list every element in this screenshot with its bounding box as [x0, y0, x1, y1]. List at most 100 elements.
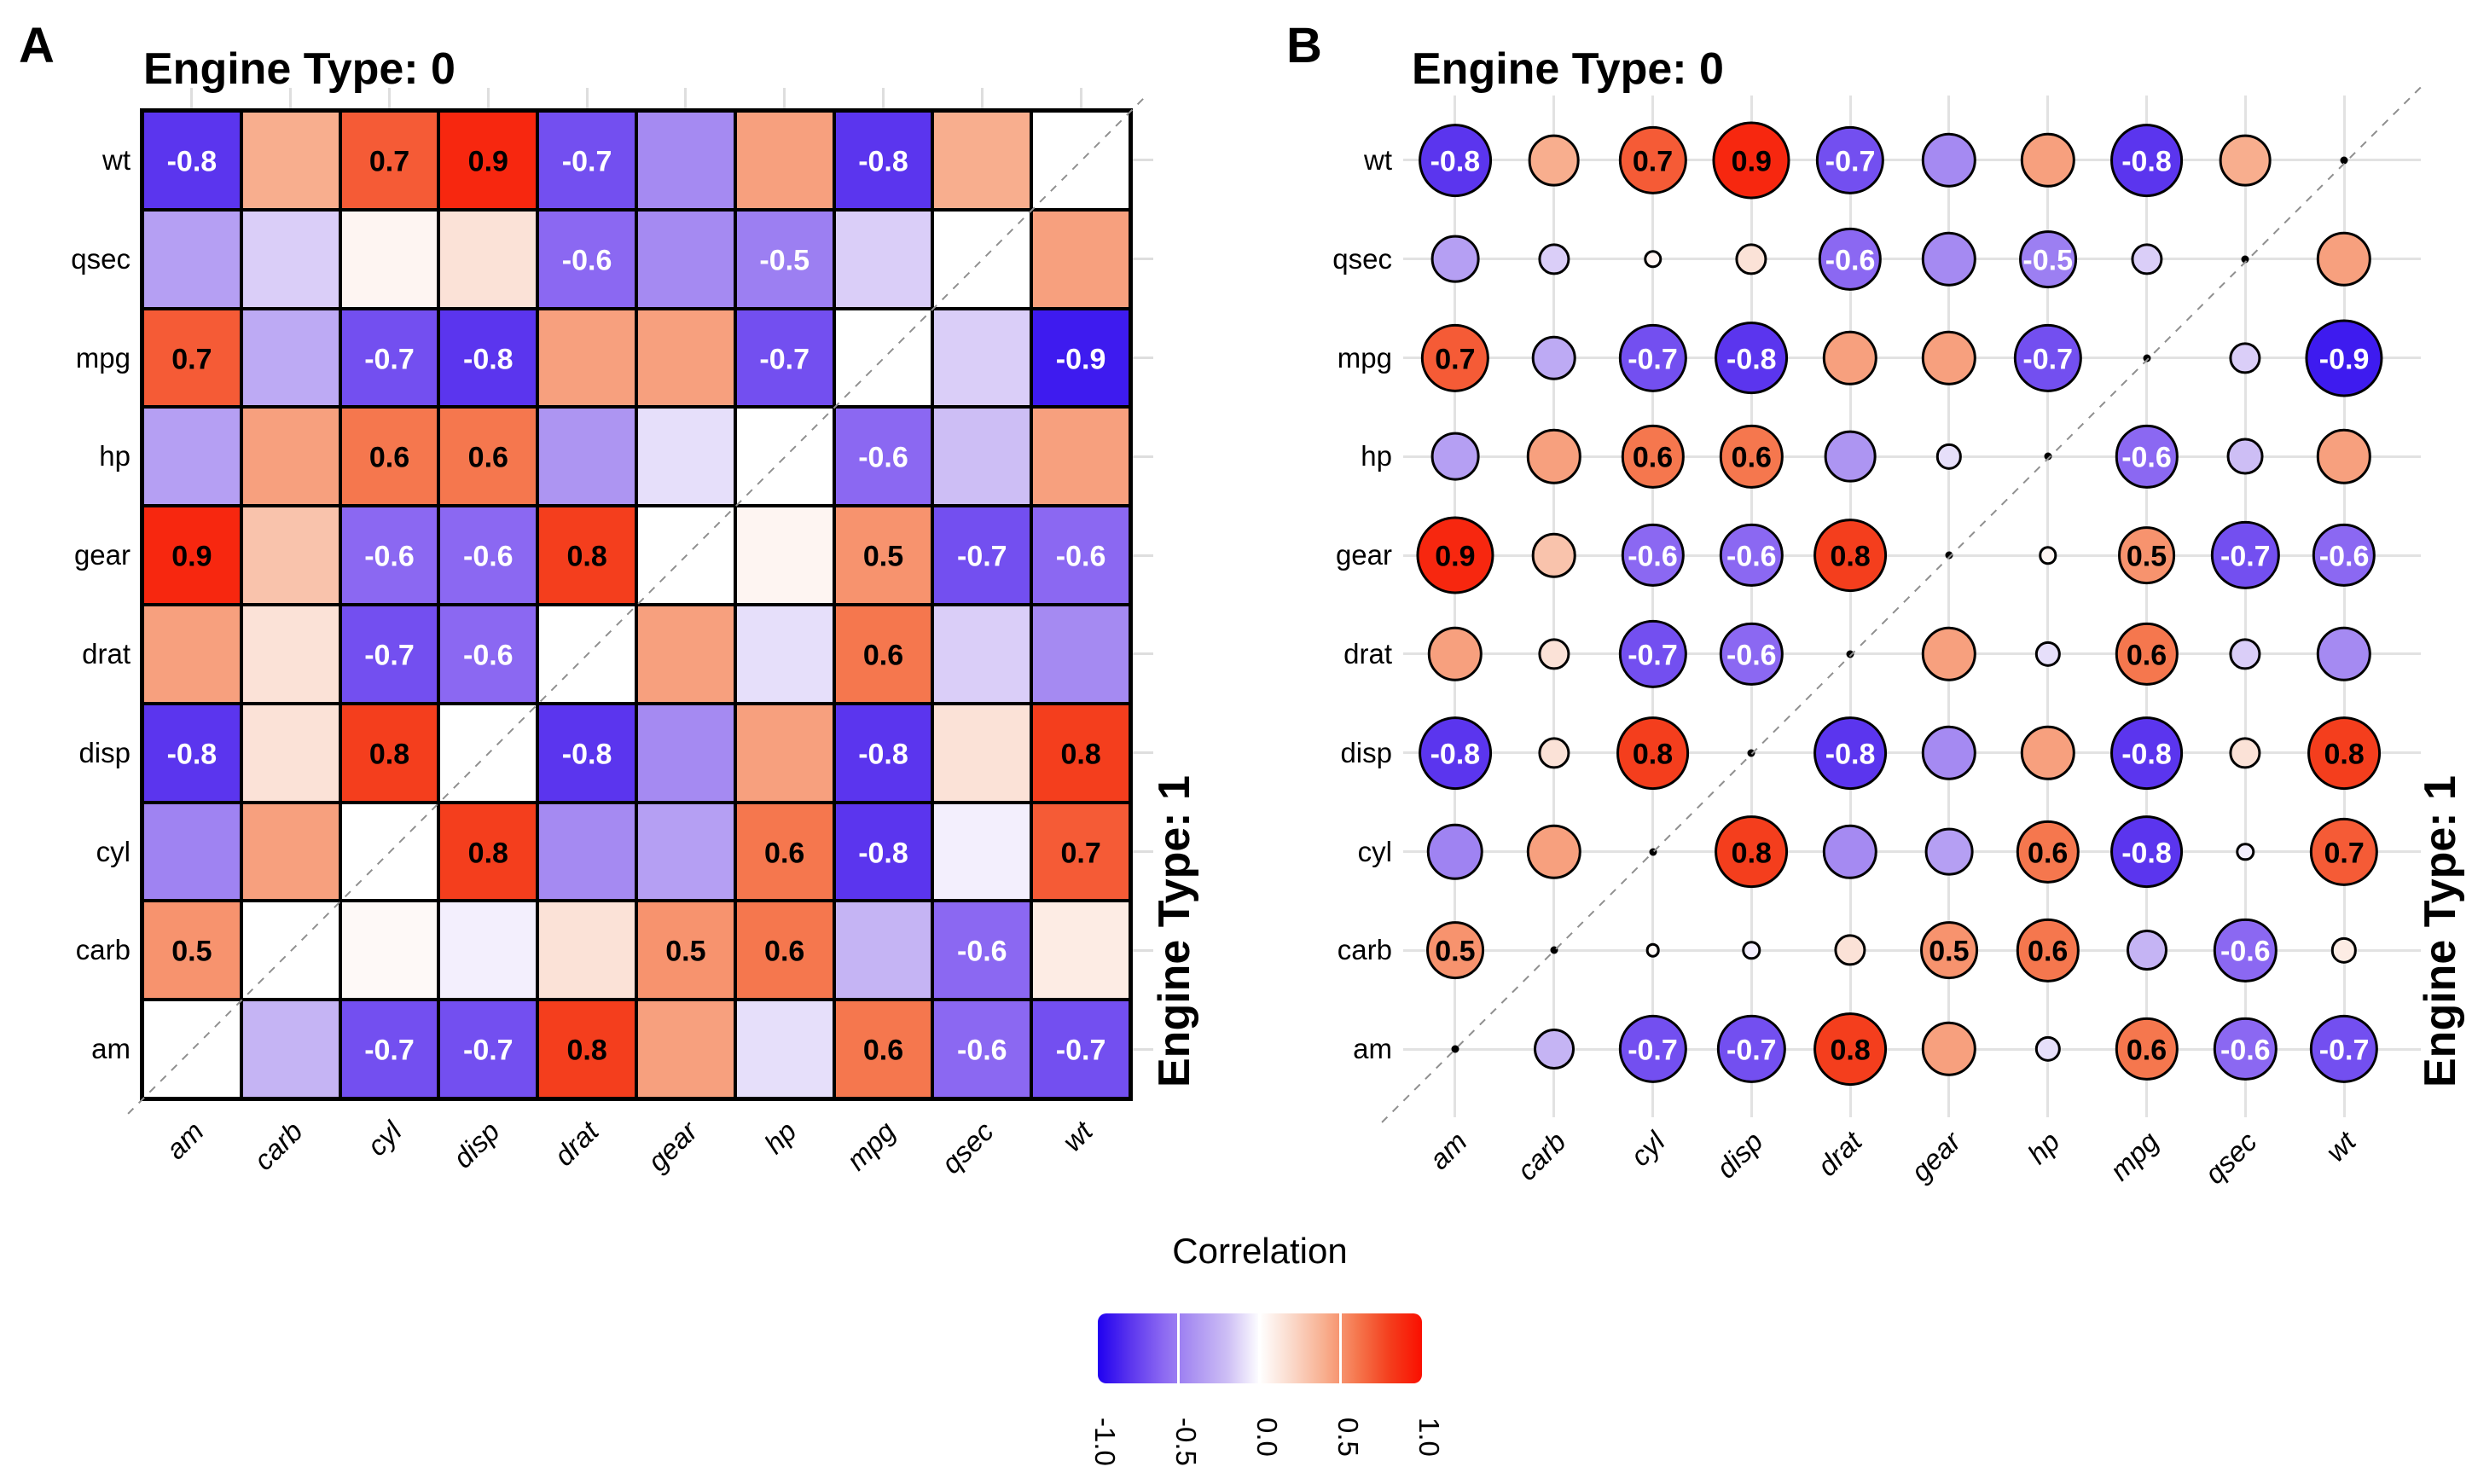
tile-value-am-wt: -0.7: [1055, 1034, 1106, 1067]
tile-cyl-qsec: [932, 802, 1032, 901]
tile-mpg-carb: [241, 308, 340, 408]
panel-gridline: [1403, 652, 2421, 656]
circle-value-carb-hp: 0.6: [2028, 935, 2069, 968]
circle-qsec-carb: [1538, 243, 1570, 275]
circle-value-wt-am: -0.8: [1430, 145, 1481, 178]
tile-value-disp-wt: 0.8: [1060, 738, 1101, 771]
circle-value-mpg-disp: -0.8: [1726, 343, 1777, 375]
circle-mpg-carb: [1531, 335, 1576, 380]
tile-value-drat-cyl: -0.7: [364, 639, 415, 672]
panel-gridline: [1403, 1047, 2421, 1051]
circle-value-disp-wt: 0.8: [2324, 738, 2365, 771]
circle-drat-cyl: [1618, 619, 1687, 689]
tile-wt-hp: [734, 111, 834, 210]
tile-value-mpg-cyl: -0.7: [364, 343, 415, 375]
circle-value-hp-mpg: -0.6: [2121, 441, 2172, 474]
circle-value-hp-disp: 0.6: [1731, 441, 1772, 474]
axis-tick: [1133, 751, 1153, 755]
tile-drat-cyl: [339, 605, 439, 704]
circle-disp-cyl: [1616, 716, 1690, 790]
panel-gridline: [1750, 96, 1753, 1117]
circle-drat-disp: [1720, 622, 1784, 687]
circle-value-carb-am: 0.5: [1435, 935, 1476, 968]
diagonal-dot-qsec: [2241, 255, 2249, 264]
axis-tick: [1133, 948, 1153, 952]
circle-gear-cyl: [1621, 523, 1685, 588]
tile-mpg-hp: [734, 308, 834, 408]
panel-a-border: [140, 108, 1133, 1101]
circle-cyl-wt: [2309, 817, 2379, 886]
circle-wt-hp: [2020, 132, 2075, 188]
tile-value-gear-am: 0.9: [171, 540, 212, 573]
y-axis-label-drat: drat: [82, 637, 131, 670]
tile-gear-carb: [241, 506, 340, 605]
axis-tick: [1133, 357, 1153, 359]
tile-qsec-carb: [241, 209, 340, 309]
tile-value-am-disp: -0.7: [463, 1034, 514, 1067]
circle-cyl-drat: [1822, 824, 1878, 879]
circle-value-drat-disp: -0.6: [1726, 639, 1777, 672]
panel-gridline: [1848, 96, 1852, 1117]
panel-gridline: [2145, 96, 2148, 1117]
tile-disp-gear: [636, 703, 735, 803]
tile-qsec-wt: [1031, 209, 1130, 309]
axis-tick: [1079, 88, 1082, 108]
circle-disp-mpg: [2109, 716, 2184, 790]
panel-gridline: [1403, 554, 2421, 557]
circle-hp-am: [1430, 432, 1480, 481]
circle-value-wt-cyl: 0.7: [1632, 145, 1674, 178]
y-axis-label-disp: disp: [1340, 736, 1392, 768]
tile-value-carb-am: 0.5: [171, 935, 212, 968]
tile-value-gear-wt: -0.6: [1055, 540, 1106, 573]
circle-drat-gear: [1921, 626, 1977, 682]
legend-tick-label: -1.0: [1089, 1417, 1121, 1466]
circle-mpg-gear: [1921, 330, 1977, 385]
tile-mpg-qsec: [932, 308, 1032, 408]
circle-drat-hp: [2034, 641, 2061, 668]
y-axis-label-hp: hp: [99, 440, 131, 472]
circle-carb-mpg: [2126, 930, 2167, 971]
circle-gear-hp: [2038, 546, 2057, 565]
circle-value-disp-drat: -0.8: [1825, 738, 1876, 771]
circle-gear-mpg: [2117, 526, 2176, 585]
axis-tick: [388, 88, 391, 108]
circle-value-cyl-wt: 0.7: [2324, 837, 2365, 869]
circle-value-gear-mpg: 0.5: [2126, 540, 2167, 573]
legend-tick-label: -0.5: [1170, 1417, 1202, 1466]
circle-value-mpg-wt: -0.9: [2318, 343, 2370, 375]
circle-value-mpg-cyl: -0.7: [1628, 343, 1678, 375]
panel-gridline: [2342, 96, 2346, 1117]
circle-cyl-am: [1426, 823, 1484, 880]
panel-gridline: [1947, 96, 1951, 1117]
circle-hp-cyl: [1621, 425, 1685, 489]
tile-value-gear-mpg: 0.5: [862, 540, 904, 573]
tile-value-gear-cyl: -0.6: [364, 540, 415, 573]
tile-disp-carb: [241, 703, 340, 803]
tile-hp-wt: [1031, 407, 1130, 507]
tile-disp-cyl: [339, 703, 439, 803]
y-axis-label-mpg: mpg: [1337, 341, 1392, 374]
tile-drat-am: [142, 605, 241, 704]
circle-mpg-qsec: [2229, 341, 2261, 374]
y-axis-label-disp: disp: [78, 736, 131, 768]
tile-drat-hp: [734, 605, 834, 704]
tile-hp-cyl: [339, 407, 439, 507]
circle-cyl-hp: [2016, 820, 2080, 884]
axis-tick: [882, 88, 885, 108]
circle-mpg-cyl: [1618, 323, 1687, 392]
tile-am-drat: [537, 1000, 636, 1099]
tile-hp-drat: [537, 407, 636, 507]
circle-qsec-disp: [1735, 243, 1767, 275]
circle-value-disp-cyl: 0.8: [1632, 738, 1674, 771]
tile-qsec-gear: [636, 209, 735, 309]
legend-tick-label: 0.5: [1332, 1417, 1364, 1457]
circle-qsec-wt: [2316, 231, 2372, 287]
tile-value-wt-cyl: 0.7: [368, 145, 410, 178]
axis-tick: [190, 88, 194, 108]
tile-value-wt-disp: 0.9: [467, 145, 508, 178]
y-axis-label-hp: hp: [1361, 440, 1392, 472]
tile-value-am-qsec: -0.6: [957, 1034, 1007, 1067]
tile-value-cyl-wt: 0.7: [1060, 837, 1101, 869]
tile-value-qsec-drat: -0.6: [561, 244, 612, 277]
tile-carb-wt: [1031, 901, 1130, 1000]
